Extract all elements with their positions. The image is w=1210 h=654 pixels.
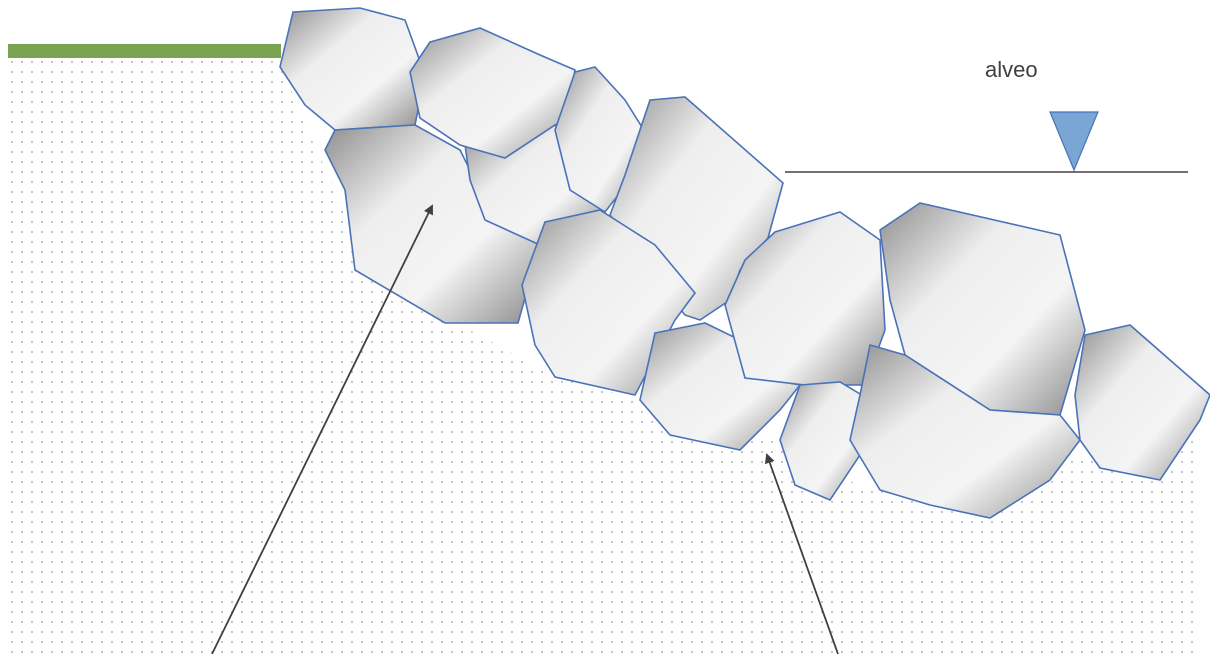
soil-body [8,58,1200,654]
stone [409,27,576,159]
stone [324,124,541,324]
riprap-stones [279,7,1210,519]
stone [849,343,1082,519]
water-label: alveo [985,57,1038,82]
arrow-to-filter [764,453,839,654]
water-level-marker-icon [1049,111,1099,172]
arrow-to-stone [211,204,433,654]
stone [779,381,871,501]
stone [639,322,802,451]
grass-strip [8,44,281,58]
stone [279,7,426,131]
stone [1074,324,1210,481]
